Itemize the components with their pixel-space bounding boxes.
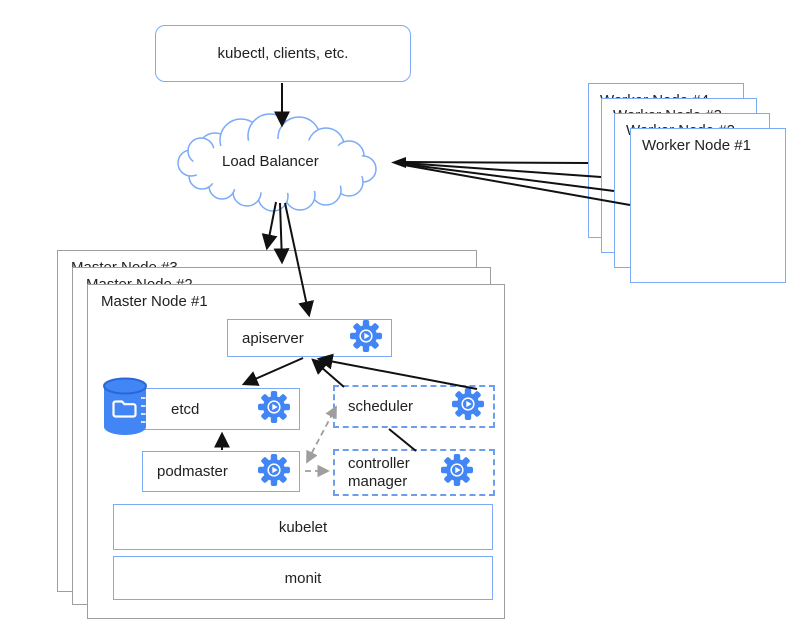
arrowhead-workers-to-lb — [391, 157, 406, 168]
kubelet-label: kubelet — [278, 518, 328, 536]
gear-icon — [257, 453, 291, 491]
folder-icon — [112, 400, 137, 418]
worker-node-1: Worker Node #1 — [630, 128, 786, 283]
load-balancer-cloud — [177, 113, 377, 212]
master-node-label: Master Node #1 — [101, 293, 208, 310]
scheduler-box: scheduler — [333, 385, 495, 428]
apiserver-label: apiserver — [242, 329, 304, 347]
arrow-lb-to-master3 — [261, 201, 278, 251]
gear-icon — [257, 390, 291, 428]
database-icon — [101, 376, 149, 438]
arrow-worker2-to-lb — [403, 163, 615, 192]
etcd-label: etcd — [171, 400, 200, 418]
monit-box: monit — [113, 556, 493, 600]
clients-box-label: kubectl, clients, etc. — [217, 45, 349, 62]
gear-icon — [349, 319, 383, 357]
arrow-worker4-to-lb — [403, 161, 589, 164]
load-balancer-label: Load Balancer — [222, 153, 319, 170]
podmaster-box: podmaster — [142, 451, 300, 492]
etcd-box: etcd — [130, 388, 300, 430]
monit-label: monit — [284, 569, 322, 587]
scheduler-label: scheduler — [348, 397, 414, 415]
apiserver-box: apiserver — [227, 319, 392, 357]
controller-manager-label: controller manager — [348, 454, 410, 490]
cylinder-ticks — [141, 397, 146, 423]
kubelet-box: kubelet — [113, 504, 493, 550]
podmaster-label: podmaster — [157, 463, 228, 480]
clients-box: kubectl, clients, etc. — [155, 25, 411, 82]
worker-node-label: Worker Node #1 — [642, 137, 751, 154]
arrow-worker3-to-lb — [403, 162, 602, 178]
gear-icon — [451, 387, 485, 426]
controller-manager-box: controller manager — [333, 449, 495, 496]
gear-icon — [440, 453, 474, 492]
